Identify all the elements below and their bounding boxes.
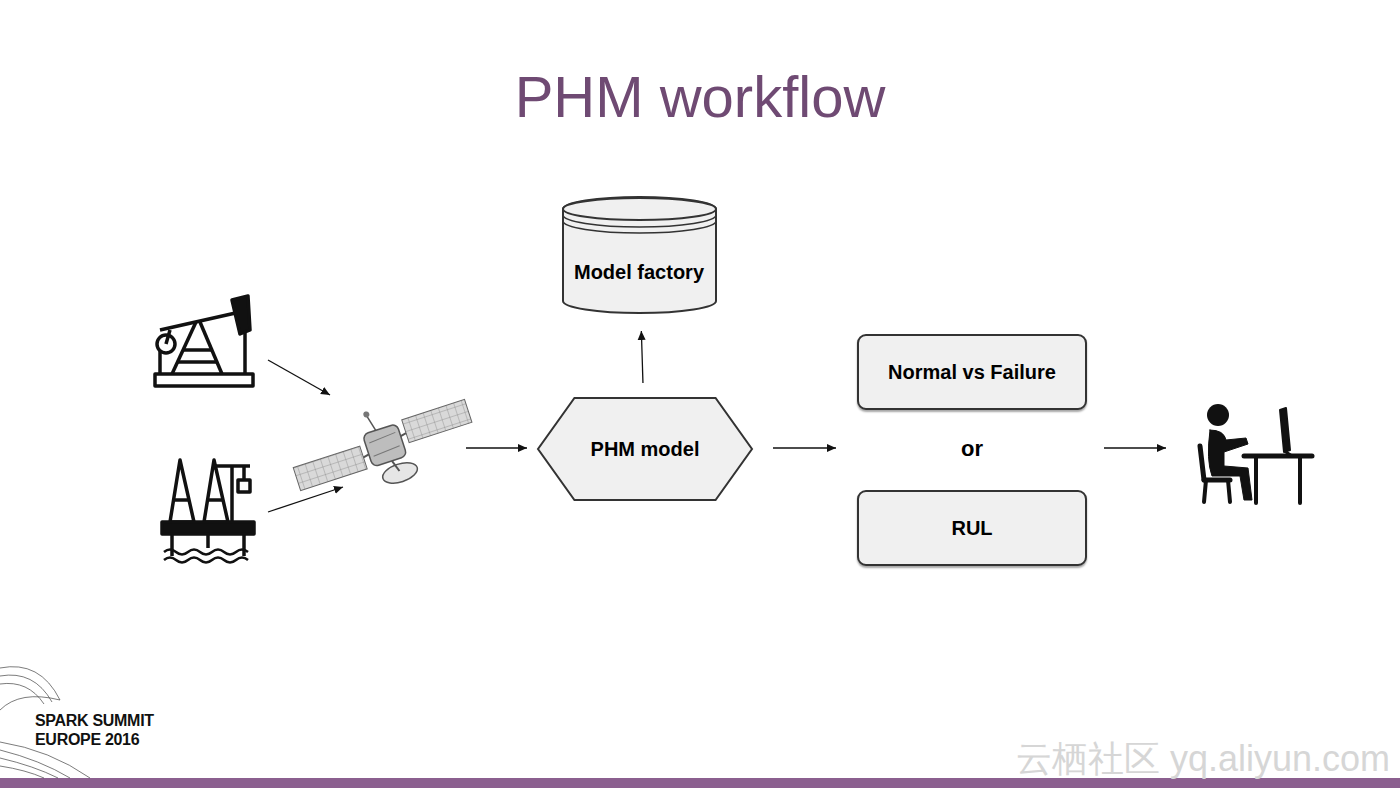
node-label: RUL [951, 517, 992, 540]
node-label: Normal vs Failure [888, 361, 1056, 384]
logo-line: EUROPE 2016 [35, 730, 154, 749]
watermark: 云栖社区 yq.aliyun.com [1016, 735, 1390, 784]
storage-cylinder: Model factory [562, 197, 717, 313]
output-box: Normal vs Failure [857, 334, 1087, 410]
title: PHM workflow [0, 62, 1400, 132]
cylinder-ring [563, 215, 716, 227]
connector-arrow [641, 331, 643, 383]
cylinder-ring [563, 221, 716, 233]
output-box: RUL [857, 490, 1087, 566]
logo-line: SPARK SUMMIT [35, 711, 154, 730]
cylinder-outline [562, 197, 717, 313]
hexagon-shape [538, 398, 752, 500]
logo-text: SPARK SUMMIT EUROPE 2016 [35, 711, 154, 749]
satellite-icon [284, 381, 483, 512]
or-label: or [922, 436, 1022, 462]
pumpjack-icon [155, 296, 253, 386]
cylinder-body [563, 197, 716, 313]
person-at-desk-icon [1200, 404, 1312, 503]
offshore-rig-icon [162, 460, 254, 563]
process-hexagon: PHM model [537, 397, 753, 501]
footer-bar [0, 778, 1400, 788]
cylinder-top [563, 198, 716, 220]
node-label: Model factory [574, 261, 704, 284]
node-label: PHM model [591, 438, 700, 461]
